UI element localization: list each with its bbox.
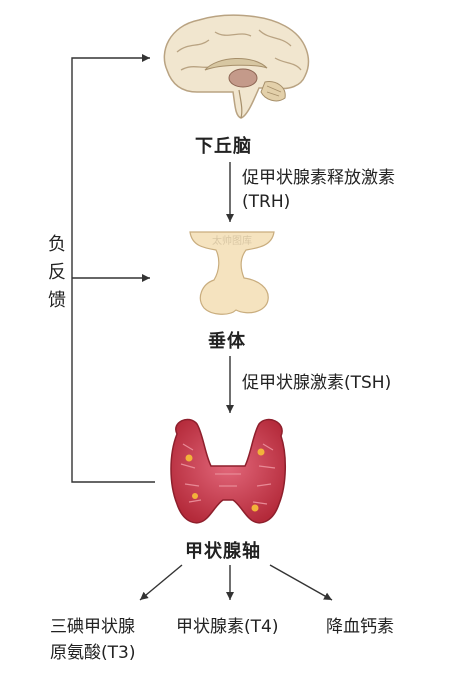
- pituitary-illustration: 太帅图库: [189, 231, 275, 315]
- arrow-to-calcitonin: [269, 564, 333, 601]
- feedback-char-2: 反: [48, 262, 66, 283]
- watermark-text: 太帅图库: [212, 234, 252, 247]
- brain-illustration: [163, 14, 310, 119]
- thyroid-axis-label: 甲状腺轴: [185, 541, 261, 562]
- trh-label-line2: (TRH): [242, 192, 291, 212]
- t3-label-line2: 原氨酸(T3): [50, 643, 136, 663]
- hypothalamus-label: 下丘脑: [195, 136, 252, 157]
- tsh-label: 促甲状腺激素(TSH): [242, 373, 392, 393]
- calcitonin-label: 降血钙素: [326, 617, 394, 637]
- trh-label-line1: 促甲状腺素释放激素: [242, 168, 395, 188]
- feedback-loop-line: [71, 54, 155, 483]
- arrow-to-t3: [139, 564, 183, 601]
- t4-label: 甲状腺素(T4): [176, 617, 279, 637]
- pituitary-label: 垂体: [208, 331, 246, 352]
- thyroid-illustration: [170, 418, 287, 524]
- t3-label-line1: 三碘甲状腺: [50, 617, 135, 637]
- feedback-char-3: 馈: [48, 290, 66, 311]
- feedback-char-1: 负: [48, 234, 66, 255]
